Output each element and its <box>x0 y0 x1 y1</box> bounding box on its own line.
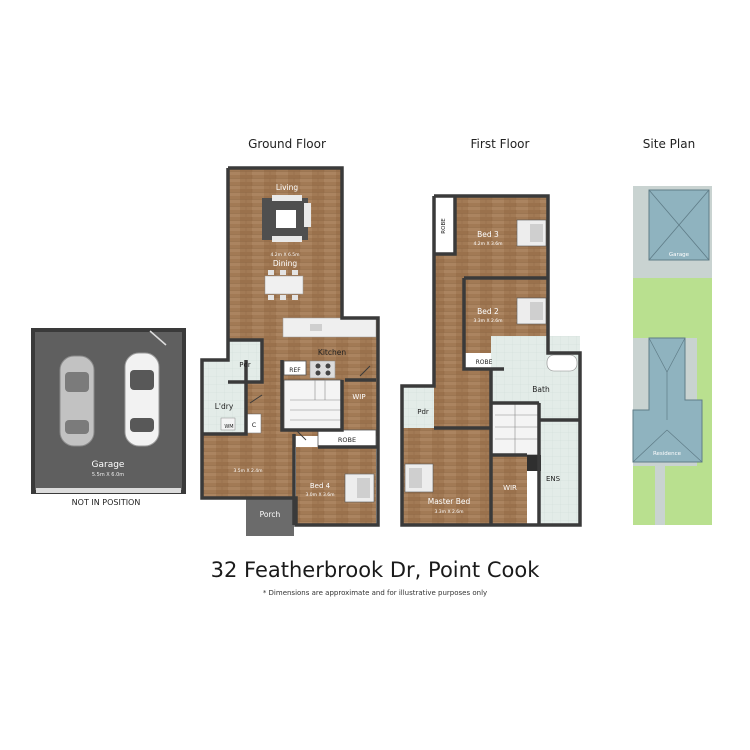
dining-label: Dining <box>273 259 297 268</box>
ground-floor-plan: Living 4.2m X 6.5m Dining Kitchen Pdr RE… <box>200 166 380 536</box>
first-robe2-label: ROBE <box>476 359 493 366</box>
garage-note: NOT IN POSITION <box>72 498 141 507</box>
living-label: Living <box>276 183 299 192</box>
washer-label: WM <box>224 424 233 430</box>
garage-dims: 5.5m X 6.0m <box>92 472 124 478</box>
ens-label: ENS <box>546 475 561 483</box>
powder-label: Pdr <box>239 361 251 369</box>
bed3-dims: 4.2m X 3.6m <box>473 241 502 247</box>
ref-label: REF <box>289 367 301 374</box>
site-garage-label: Garage <box>669 252 690 258</box>
master-bed-label: Master Bed <box>428 497 471 506</box>
first-floor-plan: ROBE Bed 3 4.2m X 3.6m Bed 2 3.3m X 2.6m… <box>400 194 582 527</box>
first-robe1-label: ROBE <box>441 218 447 234</box>
living-furniture <box>262 195 311 242</box>
ground-robe-label: ROBE <box>338 436 356 444</box>
master-bed-dims: 3.3m X 2.6m <box>434 509 463 515</box>
property-address: 32 Featherbrook Dr, Point Cook <box>210 558 540 582</box>
bath-label: Bath <box>532 385 550 394</box>
site-residence-label: Residence <box>653 451 682 457</box>
bed4-dims: 3.0m X 3.6m <box>305 492 334 498</box>
bed4-label: Bed 4 <box>310 482 331 490</box>
bed2-dims: 3.3m X 2.6m <box>473 318 502 324</box>
bed3-label: Bed 3 <box>477 230 499 239</box>
car-icon <box>124 352 160 447</box>
site-garage-roof <box>648 189 710 261</box>
first-floor-title: First Floor <box>470 137 530 151</box>
site-plan-title: Site Plan <box>642 137 696 151</box>
wip-label: WIP <box>352 393 365 401</box>
living-dims: 4.2m X 6.5m <box>270 252 299 258</box>
wir-label: WIR <box>503 484 517 492</box>
cupboard-label: C <box>252 421 257 429</box>
hall-dims: 3.5m X 2.4m <box>233 468 262 474</box>
detached-garage: Garage 5.5m X 6.0m NOT IN POSITION <box>31 328 186 507</box>
car-icon <box>59 355 95 447</box>
dimensions-disclaimer: * Dimensions are approximate and for ill… <box>262 589 488 597</box>
porch-label: Porch <box>260 510 281 519</box>
bed2-label: Bed 2 <box>477 307 499 316</box>
ground-floor-title: Ground Floor <box>248 137 326 151</box>
dining-table <box>264 270 304 300</box>
first-powder-label: Pdr <box>417 408 429 416</box>
site-residence-roof <box>632 337 703 463</box>
laundry-label: L'dry <box>215 402 234 411</box>
site-plan: Garage Residence <box>632 186 712 525</box>
kitchen-label: Kitchen <box>318 348 346 357</box>
garage-label: Garage <box>92 460 125 470</box>
